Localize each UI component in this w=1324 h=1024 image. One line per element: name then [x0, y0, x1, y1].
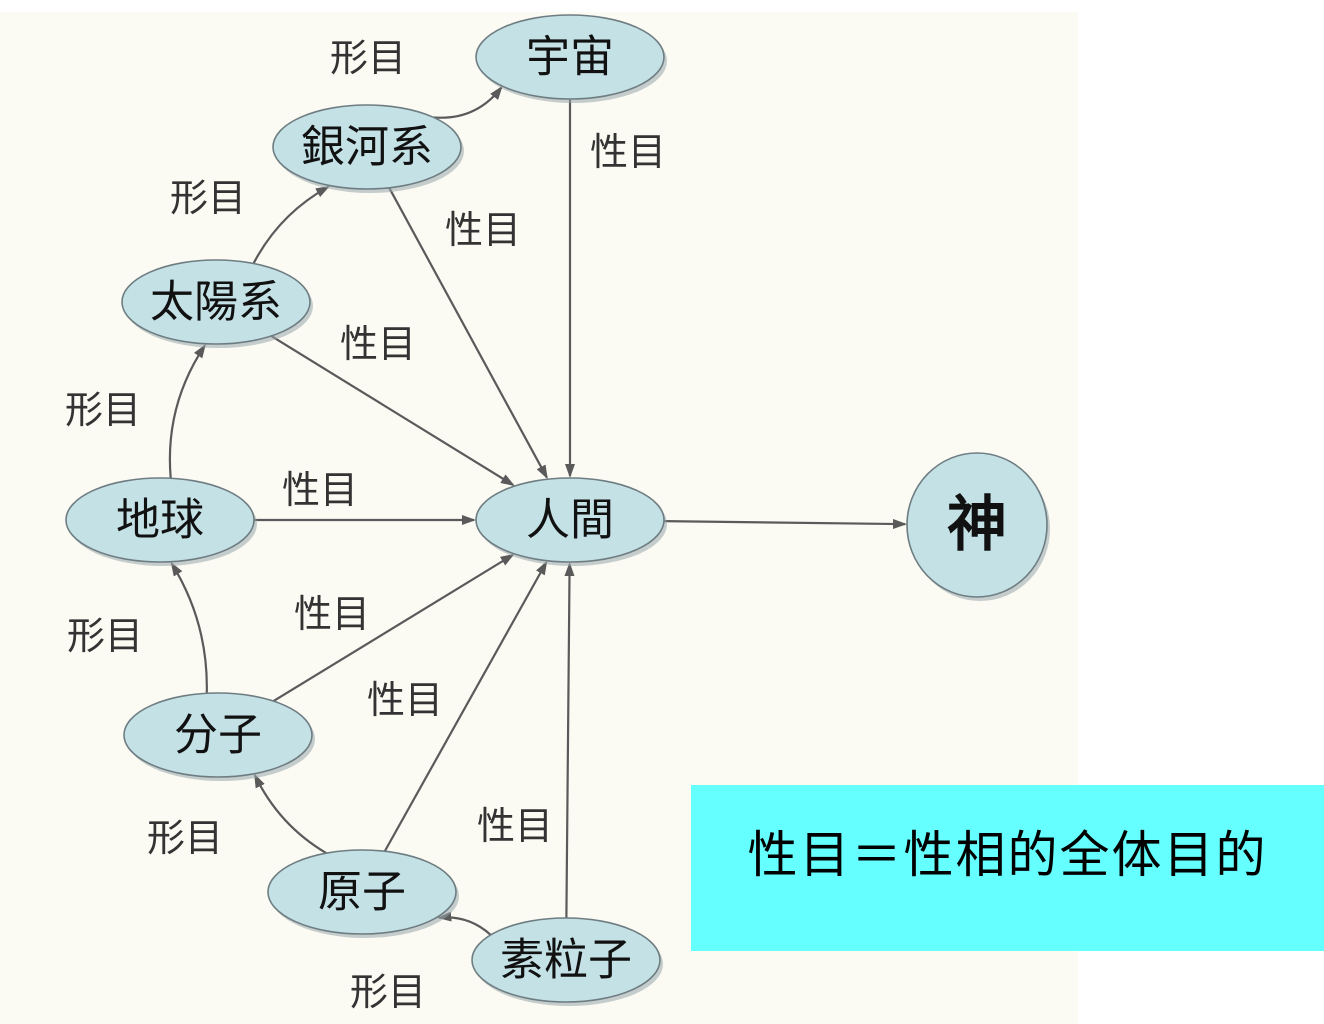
node-genshi: 原子 [267, 849, 459, 938]
node-ellipse-ningen [475, 477, 665, 563]
edges-layer [168, 85, 908, 936]
edge-arrow-soryushi-genshi [437, 911, 492, 936]
node-ellipse-genshi [267, 849, 457, 935]
node-uchu: 宇宙 [475, 14, 667, 103]
node-chikyu: 地球 [65, 477, 257, 566]
node-soryushi: 素粒子 [471, 917, 663, 1006]
node-label-taiyokei: 太陽系 [150, 277, 282, 328]
node-ellipse-soryushi [471, 917, 661, 1003]
edge-arrow-taiyokei-ningen [270, 335, 515, 487]
node-bunshi: 分子 [123, 692, 315, 781]
node-ellipse-gingakei [272, 104, 462, 190]
node-kami: 神 [906, 452, 1050, 601]
edge-arrow-chikyu-taiyokei [168, 343, 206, 479]
node-ellipse-bunshi [123, 692, 313, 778]
node-ellipse-chikyu [65, 477, 255, 563]
node-ningen: 人間 [475, 477, 667, 566]
edge-arrow-soryushi-ningen [564, 562, 575, 919]
edge-label-bunshi-chikyu: 形目 [67, 614, 143, 658]
definition-text: 性目＝性相的全体目的 [747, 826, 1268, 884]
edge-arrow-bunshi-ningen [272, 553, 515, 703]
definition-box: 性目＝性相的全体目的 [691, 785, 1324, 951]
edge-label-soryushi-ningen: 性目 [477, 804, 553, 848]
edge-label-genshi-ningen: 性目 [367, 678, 443, 722]
edge-label-soryushi-genshi: 形目 [350, 970, 426, 1014]
edge-label-chikyu-ningen: 性目 [282, 468, 358, 512]
node-label-uchu: 宇宙 [526, 32, 614, 83]
node-label-ningen: 人間 [526, 495, 614, 546]
edge-label-uchu-ningen: 性目 [590, 130, 666, 174]
node-gingakei: 銀河系 [272, 104, 464, 193]
edge-arrow-gingakei-uchu [433, 85, 503, 119]
edge-arrow-genshi-ningen [383, 560, 548, 852]
edge-arrow-bunshi-chikyu [170, 561, 208, 694]
edge-label-taiyokei-ningen: 性目 [340, 322, 416, 366]
node-label-gingakei: 銀河系 [301, 122, 433, 173]
node-ellipse-uchu [475, 14, 665, 100]
node-ellipse-taiyokei [121, 259, 311, 345]
node-label-genshi: 原子 [318, 867, 406, 918]
node-label-bunshi: 分子 [174, 710, 262, 761]
node-taiyokei: 太陽系 [121, 259, 313, 348]
edge-label-taiyokei-gingakei: 形目 [170, 176, 246, 220]
edge-arrow-gingakei-ningen [388, 187, 548, 480]
edge-label-gingakei-ningen: 性目 [445, 208, 521, 252]
edge-arrow-taiyokei-gingakei [252, 185, 330, 264]
node-ellipse-kami [906, 452, 1048, 598]
edge-arrow-ningen-kami [663, 518, 908, 529]
edge-label-bunshi-ningen: 性目 [294, 592, 370, 636]
node-label-soryushi: 素粒子 [500, 935, 632, 986]
node-label-chikyu: 地球 [116, 495, 204, 546]
node-label-kami: 神 [947, 490, 1007, 560]
edge-label-genshi-bunshi: 形目 [147, 816, 223, 860]
edge-arrow-genshi-bunshi [254, 773, 327, 855]
edge-label-chikyu-taiyokei: 形目 [65, 388, 141, 432]
edge-label-gingakei-uchu: 形目 [330, 36, 406, 80]
